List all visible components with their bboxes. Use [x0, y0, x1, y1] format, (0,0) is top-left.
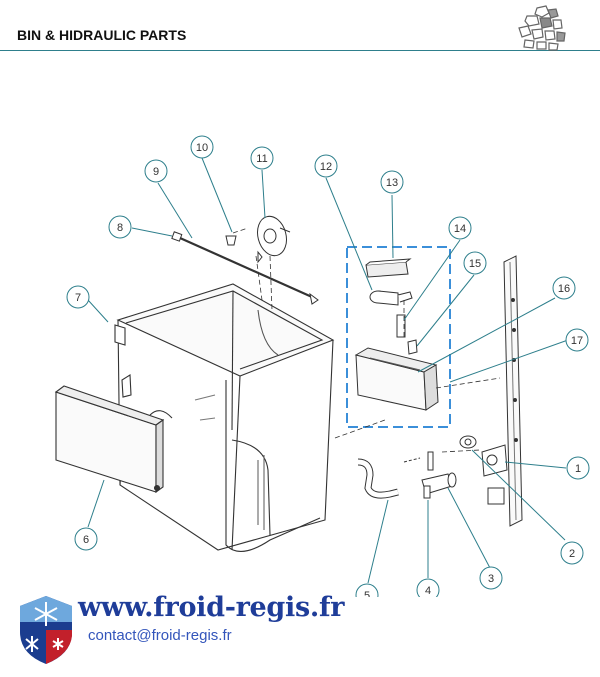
- page-title: BIN & HIDRAULIC PARTS: [17, 27, 187, 43]
- ice-cubes-icon: [518, 5, 566, 51]
- svg-text:14: 14: [454, 223, 466, 235]
- side-bracket: [487, 255, 523, 527]
- svg-text:9: 9: [153, 166, 159, 178]
- callout-14: 14: [448, 216, 472, 240]
- callout-13: 13: [380, 170, 404, 194]
- svg-text:12: 12: [320, 161, 332, 173]
- callout-6: 6: [74, 527, 98, 551]
- contact-email-link[interactable]: contact@froid-regis.fr: [88, 627, 232, 644]
- callout-9: 9: [144, 159, 168, 183]
- svg-text:3: 3: [488, 573, 494, 585]
- svg-text:4: 4: [425, 585, 431, 597]
- exploded-parts-diagram: 1 2 3 4 5 6 7 8 9 10 11 12 13 14 15 16 1…: [54, 135, 590, 597]
- callout-3: 3: [479, 566, 503, 590]
- highlight-box: [346, 246, 451, 428]
- callout-12: 12: [314, 154, 338, 178]
- svg-text:2: 2: [569, 548, 575, 560]
- svg-text:6: 6: [83, 534, 89, 546]
- callout-5: 5: [355, 583, 379, 597]
- callout-10: 10: [190, 135, 214, 159]
- callout-15: 15: [463, 251, 487, 275]
- svg-text:5: 5: [364, 590, 370, 597]
- upper-parts: [171, 215, 319, 305]
- svg-text:10: 10: [196, 142, 208, 154]
- callout-2: 2: [560, 541, 584, 565]
- svg-text:1: 1: [575, 463, 581, 475]
- bin-door: [54, 385, 165, 494]
- callout-4: 4: [416, 578, 440, 597]
- svg-text:8: 8: [117, 222, 123, 234]
- svg-text:7: 7: [75, 292, 81, 304]
- callout-8: 8: [108, 215, 132, 239]
- callouts: 1 2 3 4 5 6 7 8 9 10 11 12 13 14 15 16 1…: [66, 135, 590, 597]
- svg-text:17: 17: [571, 335, 583, 347]
- storage-bin: [114, 283, 335, 552]
- title-divider: [0, 50, 600, 51]
- callout-1: 1: [566, 456, 590, 480]
- callout-11: 11: [250, 146, 274, 170]
- svg-text:15: 15: [469, 258, 481, 270]
- website-link[interactable]: www.froid-regis.fr: [78, 592, 345, 623]
- svg-text:13: 13: [386, 177, 398, 189]
- callout-7: 7: [66, 285, 90, 309]
- float-switch-group: [354, 258, 439, 411]
- svg-text:11: 11: [256, 153, 267, 165]
- callout-leaders: [87, 157, 569, 584]
- callout-16: 16: [552, 276, 576, 300]
- callout-17: 17: [565, 328, 589, 352]
- svg-text:16: 16: [558, 283, 570, 295]
- snowflake-shield-icon: [20, 596, 72, 664]
- hydraulic-parts: [357, 435, 508, 499]
